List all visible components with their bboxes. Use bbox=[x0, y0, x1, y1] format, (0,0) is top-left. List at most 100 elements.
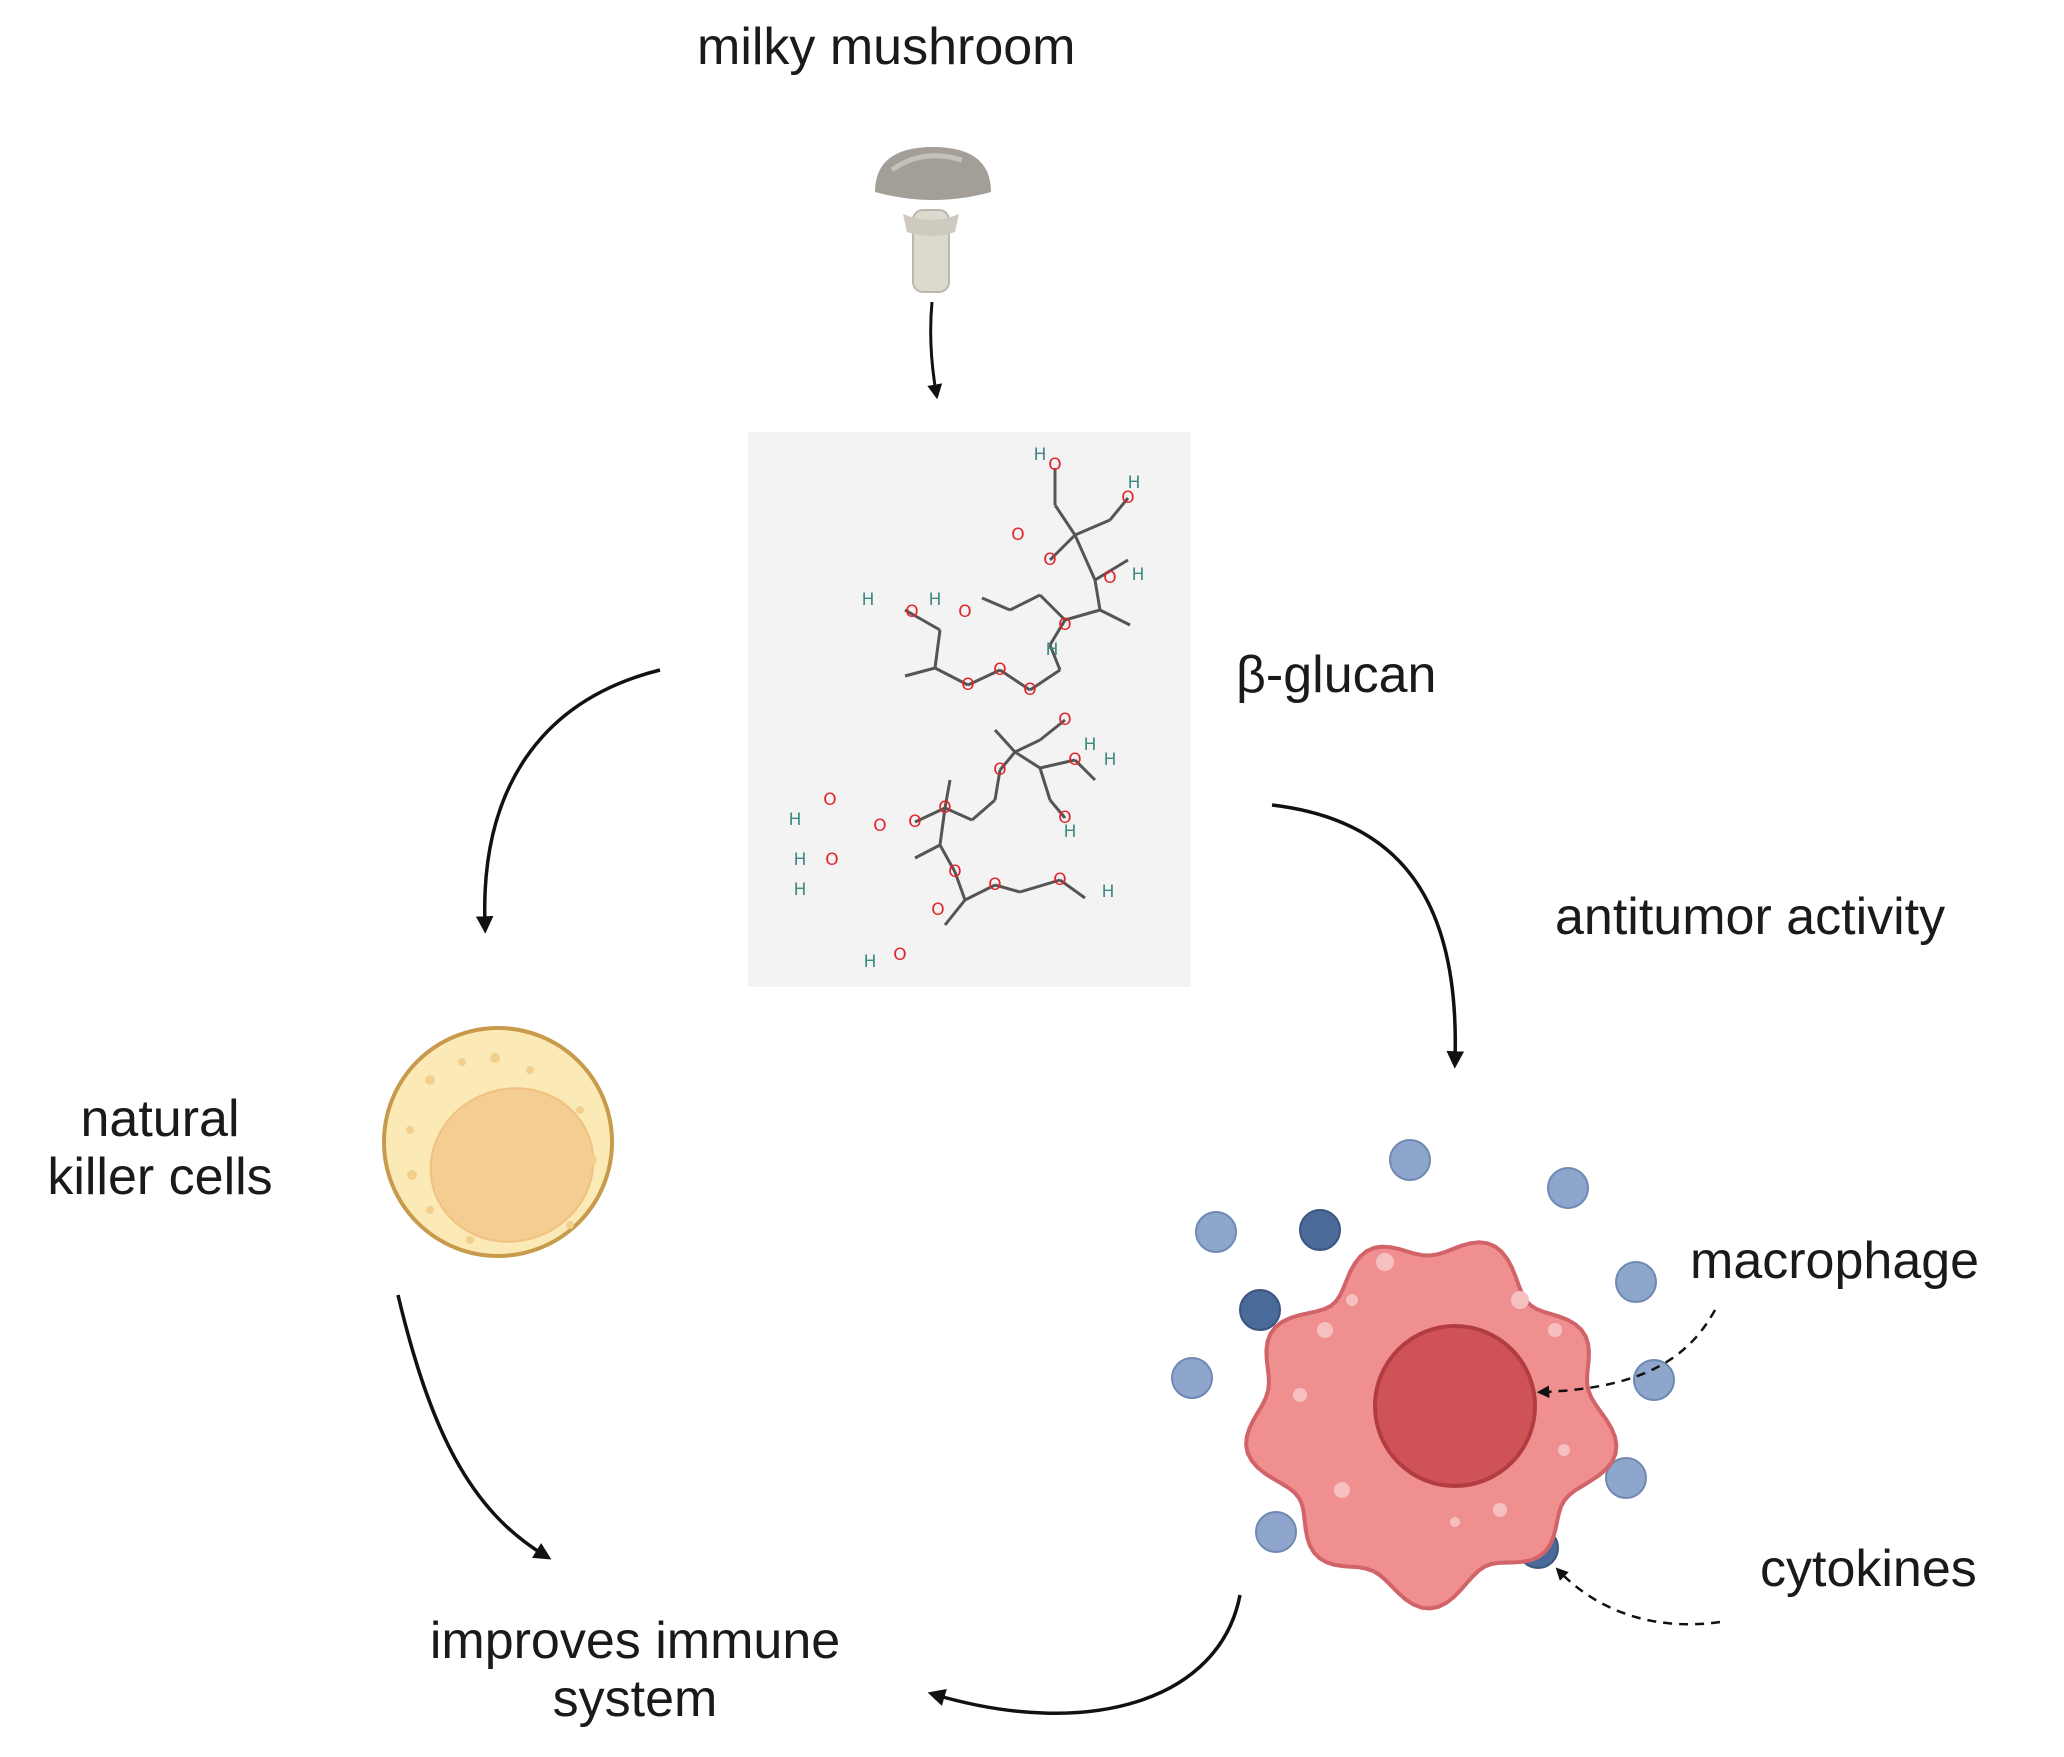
improves-immune-system-line-1: improves immune bbox=[429, 1612, 841, 1670]
natural-killer-cells-line-1: natural bbox=[80, 1090, 240, 1148]
structure-bond bbox=[1073, 758, 1097, 782]
hydrogen-atom-label: H bbox=[1104, 750, 1117, 770]
cytokines-pointer-arrow bbox=[1555, 1567, 1721, 1626]
arrow-macrophage-to-immune bbox=[927, 1594, 1242, 1715]
structure-bond bbox=[1073, 534, 1097, 581]
structure-bond bbox=[1048, 644, 1062, 671]
structure-bond bbox=[1048, 799, 1067, 819]
oxygen-atom-label: O bbox=[825, 850, 838, 870]
oxygen-atom-label: O bbox=[948, 862, 961, 882]
improves-immune-system-line-2: system bbox=[552, 1670, 718, 1729]
structure-bond bbox=[904, 666, 936, 678]
hydrogen-atom-label: H bbox=[1064, 822, 1077, 842]
structure-bond bbox=[993, 769, 1002, 801]
oxygen-atom-label: O bbox=[993, 760, 1006, 780]
structure-bond bbox=[1039, 758, 1076, 770]
structure-bond bbox=[967, 668, 1001, 687]
oxygen-atom-label: O bbox=[1053, 870, 1066, 890]
oxygen-atom-label: O bbox=[1103, 568, 1116, 588]
hydrogen-atom-label: H bbox=[794, 880, 807, 900]
arrow-glucan-to-nk-cell bbox=[475, 668, 661, 934]
hydrogen-atom-label: H bbox=[1132, 565, 1145, 585]
hydrogen-atom-label: H bbox=[1084, 735, 1097, 755]
oxygen-atom-label: O bbox=[1058, 615, 1071, 635]
oxygen-atom-label: O bbox=[988, 875, 1001, 895]
oxygen-atom-label: O bbox=[893, 945, 906, 965]
structure-bond bbox=[981, 596, 1011, 612]
oxygen-atom-label: O bbox=[873, 816, 886, 836]
structure-bond bbox=[1019, 878, 1061, 894]
structure-bond bbox=[1048, 533, 1077, 562]
mushroom-icon bbox=[875, 147, 991, 293]
arrow-nk-to-immune bbox=[396, 1294, 552, 1560]
oxygen-atom-label: O bbox=[1058, 710, 1071, 730]
structure-bond bbox=[933, 629, 942, 669]
structure-bond bbox=[1039, 718, 1066, 742]
structure-bond bbox=[934, 666, 969, 687]
structure-bond bbox=[914, 843, 941, 860]
structure-bond bbox=[1009, 593, 1041, 612]
hydrogen-atom-label: H bbox=[789, 810, 802, 830]
improves-immune-system-label: improves immune system bbox=[370, 1612, 900, 1728]
structure-bond bbox=[994, 883, 1021, 894]
structure-bond bbox=[904, 608, 941, 632]
structure-bond bbox=[1108, 497, 1130, 521]
structure-bond bbox=[1014, 750, 1041, 770]
structure-bond bbox=[998, 751, 1017, 771]
hydrogen-atom-label: H bbox=[862, 590, 875, 610]
macrophage-icon bbox=[1171, 1139, 1675, 1611]
structure-bond bbox=[1038, 767, 1052, 801]
milky-mushroom-label: milky mushroom bbox=[697, 18, 1076, 76]
structure-bond bbox=[953, 871, 967, 901]
hydrogen-atom-label: H bbox=[929, 590, 942, 610]
beta-glucan-label: β-glucan bbox=[1236, 646, 1437, 704]
oxygen-atom-label: O bbox=[1121, 488, 1134, 508]
hydrogen-atom-label: H bbox=[1046, 640, 1059, 660]
natural-killer-cells-label: natural killer cells bbox=[10, 1090, 310, 1206]
structure-bond bbox=[914, 806, 946, 824]
cytokines-label: cytokines bbox=[1760, 1540, 1977, 1598]
structure-bond bbox=[971, 798, 996, 822]
structure-bond bbox=[1093, 579, 1102, 611]
oxygen-atom-label: O bbox=[1043, 550, 1056, 570]
structure-bond bbox=[1053, 504, 1077, 536]
structure-bond bbox=[1014, 738, 1041, 754]
structure-bond bbox=[1059, 878, 1086, 900]
hydrogen-atom-label: H bbox=[1034, 445, 1047, 465]
structure-bond bbox=[1064, 608, 1101, 622]
structure-bond bbox=[1038, 593, 1067, 622]
hydrogen-atom-label: H bbox=[1102, 882, 1115, 902]
structure-bond bbox=[943, 779, 952, 809]
oxygen-atom-label: O bbox=[1058, 808, 1071, 828]
arrow-glucan-to-macrophage bbox=[1271, 803, 1465, 1069]
hydrogen-atom-label: H bbox=[864, 952, 877, 972]
oxygen-atom-label: O bbox=[908, 812, 921, 832]
structure-bond bbox=[993, 728, 1017, 754]
structure-bond bbox=[1099, 608, 1131, 627]
oxygen-atom-label: O bbox=[823, 790, 836, 810]
oxygen-atom-label: O bbox=[1023, 680, 1036, 700]
natural-killer-cells-line-2: killer cells bbox=[47, 1148, 273, 1207]
structure-bond bbox=[938, 844, 957, 873]
natural-killer-cell-icon bbox=[382, 1026, 614, 1258]
oxygen-atom-label: O bbox=[1068, 750, 1081, 770]
oxygen-atom-label: O bbox=[961, 675, 974, 695]
structure-bond bbox=[1074, 518, 1111, 537]
oxygen-atom-label: O bbox=[1048, 455, 1061, 475]
structure-bond bbox=[999, 668, 1031, 692]
oxygen-atom-label: O bbox=[1011, 525, 1024, 545]
structure-bond bbox=[943, 899, 967, 926]
antitumor-activity-label: antitumor activity bbox=[1555, 888, 1946, 946]
structure-bond bbox=[944, 806, 973, 822]
arrow-mushroom-to-glucan bbox=[927, 301, 943, 400]
oxygen-atom-label: O bbox=[931, 900, 944, 920]
hydrogen-atom-label: H bbox=[1128, 473, 1141, 493]
structure-bond bbox=[1094, 558, 1129, 582]
macrophage-label: macrophage bbox=[1690, 1232, 1980, 1290]
structure-bond bbox=[1029, 668, 1061, 692]
oxygen-atom-label: O bbox=[905, 602, 918, 622]
macrophage-pointer-arrow bbox=[1536, 1309, 1717, 1399]
structure-bond bbox=[1048, 619, 1067, 646]
